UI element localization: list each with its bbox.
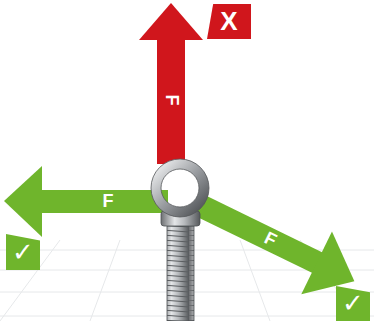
forbidden-arrow [139, 3, 203, 164]
forbidden-badge: X [207, 4, 251, 39]
badge-symbol: ✓ [12, 237, 34, 268]
badge-symbol: ✓ [342, 288, 364, 319]
allowed-badge: ✓ [336, 286, 370, 321]
allowed-arrow-left [4, 166, 168, 237]
allowed-badge: ✓ [6, 234, 40, 270]
force-label: F [162, 95, 180, 106]
eye-bolt [151, 159, 209, 321]
badge-symbol: X [220, 6, 237, 37]
force-label: F [103, 192, 114, 210]
